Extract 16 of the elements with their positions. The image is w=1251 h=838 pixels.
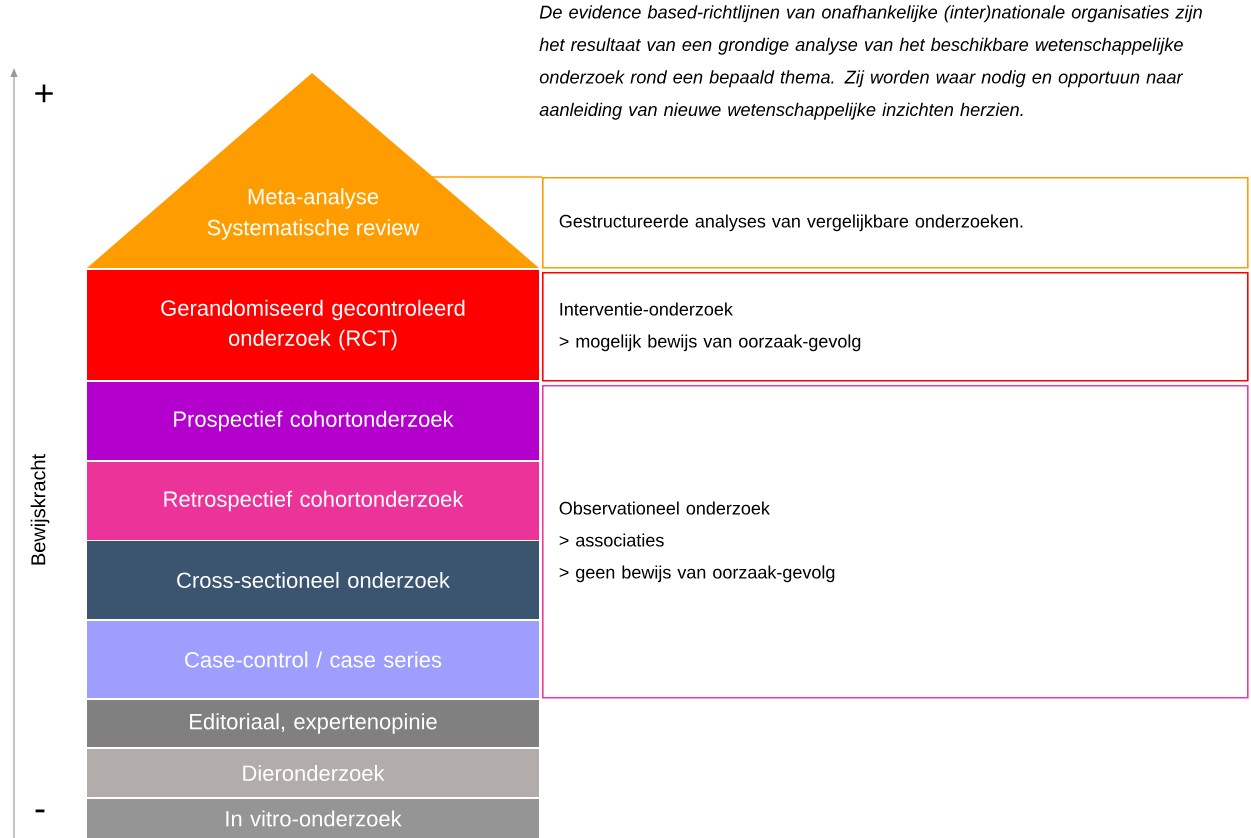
pyramid-top-triangle: Meta-analyse Systematische review [87, 73, 539, 268]
pyramid-layer: Case-control / case series [87, 621, 539, 698]
pyramid-layer: Editoriaal, expertenopinie [87, 700, 539, 747]
description-box: Gestructureerde analyses van vergelijkbare onderzoeken. [431, 176, 1249, 269]
description-box: Interventie-onderzoek > mogelijk bewijs van oorzaak-gevolg [542, 272, 1249, 382]
pyramid-layer: Cross-sectioneel onderzoek [87, 541, 539, 619]
note-text: De evidence based-richtlijnen van onafhankelijke (inter)nationale organisaties zijn het resultaat van een grondige analyse van het beschikbare wetenschappelijke onderzoek rond een bepaald thema. Zij worden waar nodig en opportuun naar aanleiding van nieuwe wetenschappelijke inzichten herzien. [539, 5, 1202, 120]
description-box: Observationeel onderzoek > associaties > geen bewijs van oorzaak-gevolg [542, 385, 1249, 699]
pyramid-layer: Dieronderzoek [87, 749, 539, 797]
pyramid-layer: Retrospectief cohortonderzoek [87, 462, 539, 540]
pyramid-layer: Gerandomiseerd gecontroleerd onderzoek (RCT) [87, 270, 539, 380]
pyramid-layer: Prospectief cohortonderzoek [87, 382, 539, 460]
plus-sign: + [35, 84, 53, 103]
pyramid-layer: In vitro-onderzoek [87, 799, 539, 838]
minus-sign: - [35, 809, 45, 813]
axis-title: Bewijskracht [30, 454, 50, 565]
